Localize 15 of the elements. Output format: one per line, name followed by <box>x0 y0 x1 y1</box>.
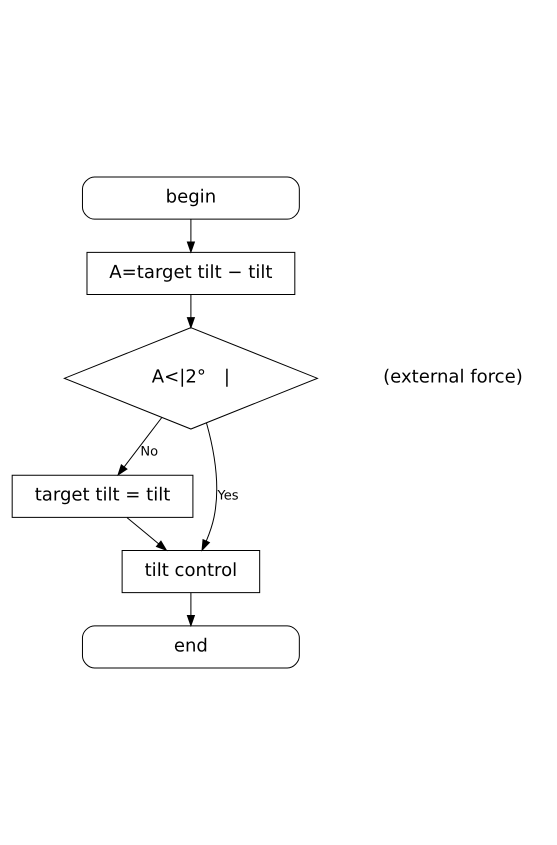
arrow <box>186 294 196 330</box>
node-box: begin <box>82 176 300 220</box>
node-box: A=target tilt − tilt <box>86 252 296 295</box>
arrow <box>117 417 162 476</box>
node-box: end <box>82 625 300 668</box>
node-box: tilt control <box>122 550 260 594</box>
label: (external force) <box>383 366 523 388</box>
edge-label: No <box>140 444 158 460</box>
arrow <box>186 593 196 628</box>
arrow <box>201 422 218 552</box>
edge-label: Yes <box>218 488 239 504</box>
node-box: target tilt = tilt <box>12 474 194 518</box>
arrow <box>126 517 168 552</box>
node-diamond: A<|2° | <box>63 327 319 430</box>
arrow <box>186 220 196 254</box>
